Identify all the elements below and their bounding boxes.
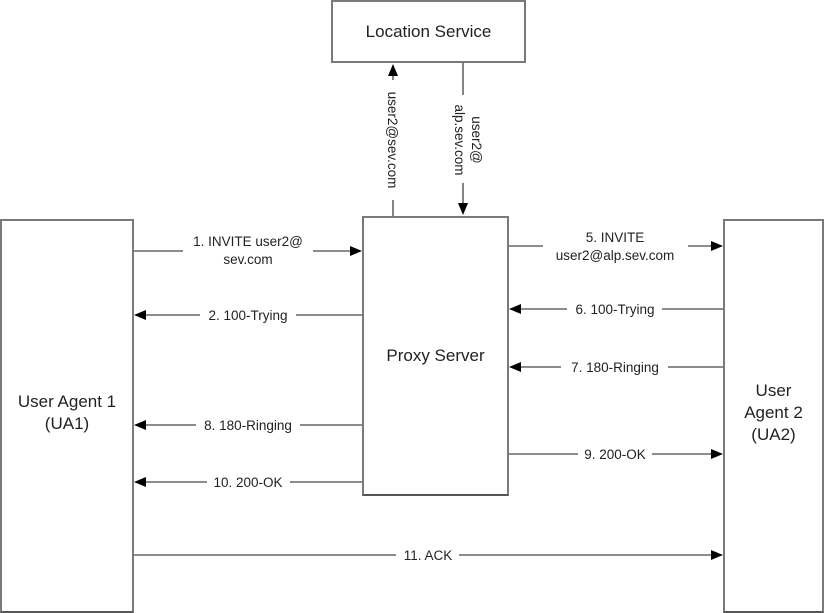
ua2-label-line2: Agent 2 [744,403,803,422]
label-msg-1-line1: 1. INVITE user2@ [193,234,303,249]
location-service-label: Location Service [365,21,492,41]
arrowhead-left-icon [134,477,146,487]
arrowhead-right-icon [350,246,362,256]
arrow-lookup-request: user2@sev.com [385,64,400,216]
label-lookup-response-line1: user2@ [469,116,484,163]
label-msg-8: 8. 180-Ringing [204,418,292,433]
arrow-msg-10: 10. 200-OK [134,475,362,490]
arrowhead-down-icon [458,203,468,215]
user-agent-1-box: User Agent 1 (UA1) [0,219,134,613]
arrow-msg-5: 5. INVITE user2@alp.sev.com [509,230,723,263]
arrow-lookup-response: user2@ alp.sev.com [452,63,484,215]
label-lookup-response-line2: alp.sev.com [452,104,467,175]
arrow-msg-2: 2. 100-Trying [134,308,362,323]
arrow-msg-6: 6. 100-Trying [509,302,723,317]
label-msg-1-line2: sev.com [223,252,272,267]
label-msg-5-line2: user2@alp.sev.com [556,248,675,263]
arrow-msg-1: 1. INVITE user2@ sev.com [134,234,362,267]
label-msg-7: 7. 180-Ringing [571,360,659,375]
ua2-label-line3: (UA2) [751,425,796,444]
arrowhead-right-icon [711,550,723,560]
label-msg-10: 10. 200-OK [213,475,282,490]
arrow-msg-7: 7. 180-Ringing [509,360,723,375]
arrow-msg-8: 8. 180-Ringing [134,418,362,433]
user-agent-2-box: User Agent 2 (UA2) [723,219,824,613]
arrowhead-right-icon [711,449,723,459]
label-msg-5-line1: 5. INVITE [586,230,645,245]
label-lookup-request: user2@sev.com [385,92,400,189]
location-service-box: Location Service [331,0,526,63]
arrowhead-left-icon [134,310,146,320]
label-msg-11: 11. ACK [404,548,453,563]
arrowhead-left-icon [509,362,521,372]
label-msg-9: 9. 200-OK [584,447,646,462]
label-msg-2: 2. 100-Trying [208,308,287,323]
arrowhead-left-icon [509,304,521,314]
ua1-label-line1: User Agent 1 [17,392,117,411]
proxy-server-label: Proxy Server [386,346,485,365]
proxy-server-box: Proxy Server [362,216,509,496]
arrow-msg-11: 11. ACK [134,548,723,563]
arrowhead-up-icon [388,64,398,76]
ua1-label-line2: (UA1) [44,414,90,433]
arrowhead-left-icon [134,420,146,430]
arrowhead-right-icon [711,241,723,251]
ua2-label-line1: User [755,381,792,400]
label-msg-6: 6. 100-Trying [575,302,654,317]
arrow-msg-9: 9. 200-OK [509,447,723,462]
